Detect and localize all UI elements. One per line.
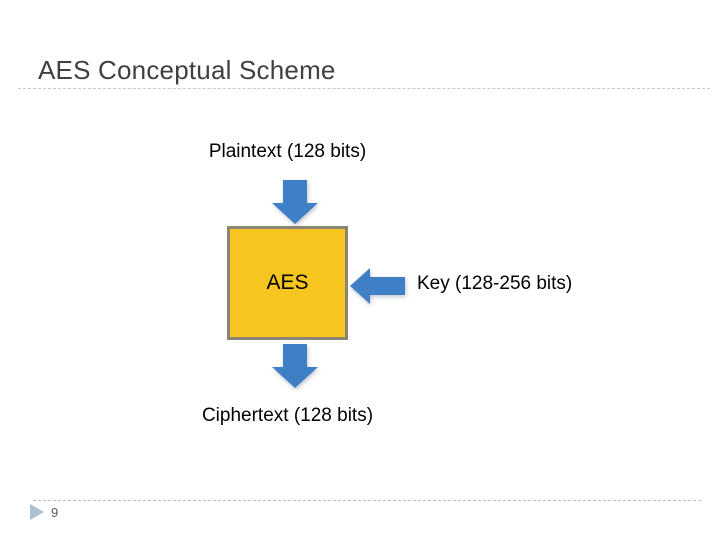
- aes-block: AES: [227, 226, 348, 340]
- page-title: AES Conceptual Scheme: [38, 55, 336, 85]
- arrow-down-aes-to-ciphertext-icon: [272, 344, 318, 388]
- triangle-right-icon: [30, 504, 44, 520]
- plaintext-label: Plaintext (128 bits): [208, 141, 367, 162]
- footer-divider: [33, 500, 701, 501]
- aes-block-label: AES: [266, 271, 309, 294]
- arrow-left-key-to-aes-icon: [350, 268, 405, 304]
- key-label: Key (128-256 bits): [417, 273, 573, 294]
- title-divider: [18, 88, 710, 89]
- ciphertext-label: Ciphertext (128 bits): [201, 405, 374, 426]
- page-number: 9: [51, 505, 59, 520]
- arrow-down-plaintext-to-aes-icon: [272, 180, 318, 224]
